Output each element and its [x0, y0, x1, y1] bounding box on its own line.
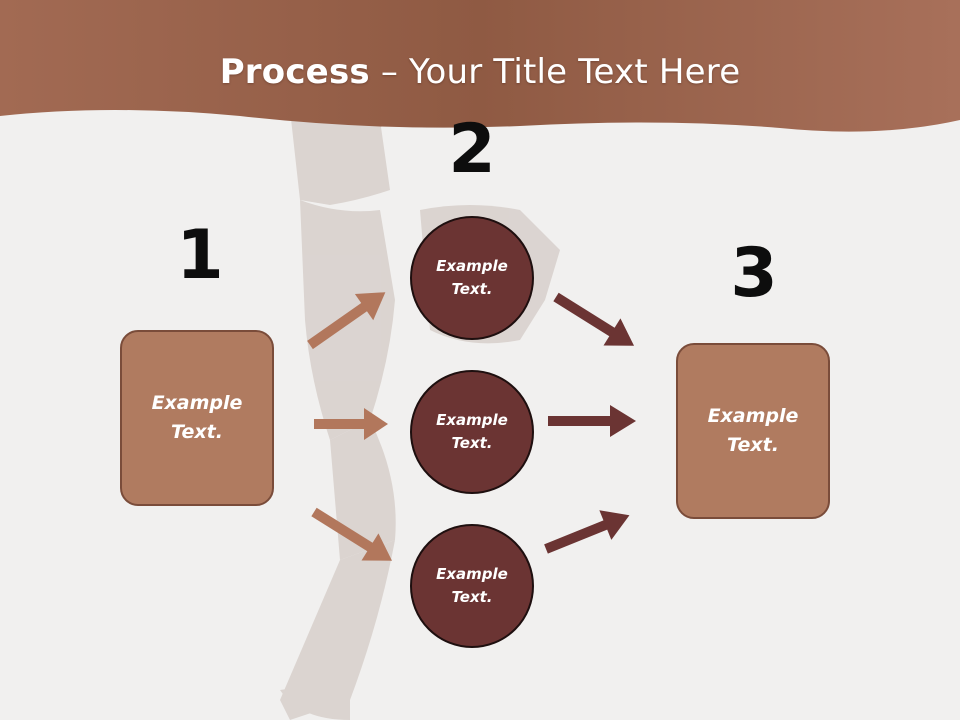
- arrow-left-middle: [314, 408, 388, 440]
- circle-bottom[interactable]: Example Text.: [410, 524, 534, 648]
- arrow-right-bottom: [544, 510, 630, 554]
- step-number-2: 2: [448, 110, 496, 189]
- step-box-3-label: Example Text.: [707, 405, 799, 456]
- circle-top-label: Example Text.: [436, 257, 508, 298]
- arrow-right-middle: [548, 405, 636, 437]
- arrow-left-top: [307, 292, 386, 350]
- arrow-left-bottom: [311, 507, 393, 561]
- circle-middle-label: Example Text.: [436, 411, 508, 452]
- arrow-right-top: [553, 292, 635, 346]
- right-arrows: [544, 292, 636, 554]
- circle-bottom-label: Example Text.: [436, 565, 508, 606]
- page-title: Process – Your Title Text Here: [0, 52, 960, 92]
- circle-middle[interactable]: Example Text.: [410, 370, 534, 494]
- header-band: [0, 0, 960, 132]
- step-number-3: 3: [730, 234, 778, 313]
- step-box-1[interactable]: Example Text.: [120, 330, 274, 506]
- title-rest: – Your Title Text Here: [369, 52, 741, 92]
- step-number-1: 1: [176, 216, 224, 295]
- circle-top[interactable]: Example Text.: [410, 216, 534, 340]
- left-arrows: [307, 292, 393, 561]
- step-box-3[interactable]: Example Text.: [676, 343, 830, 519]
- title-bold: Process: [219, 52, 370, 92]
- step-box-1-label: Example Text.: [151, 392, 243, 443]
